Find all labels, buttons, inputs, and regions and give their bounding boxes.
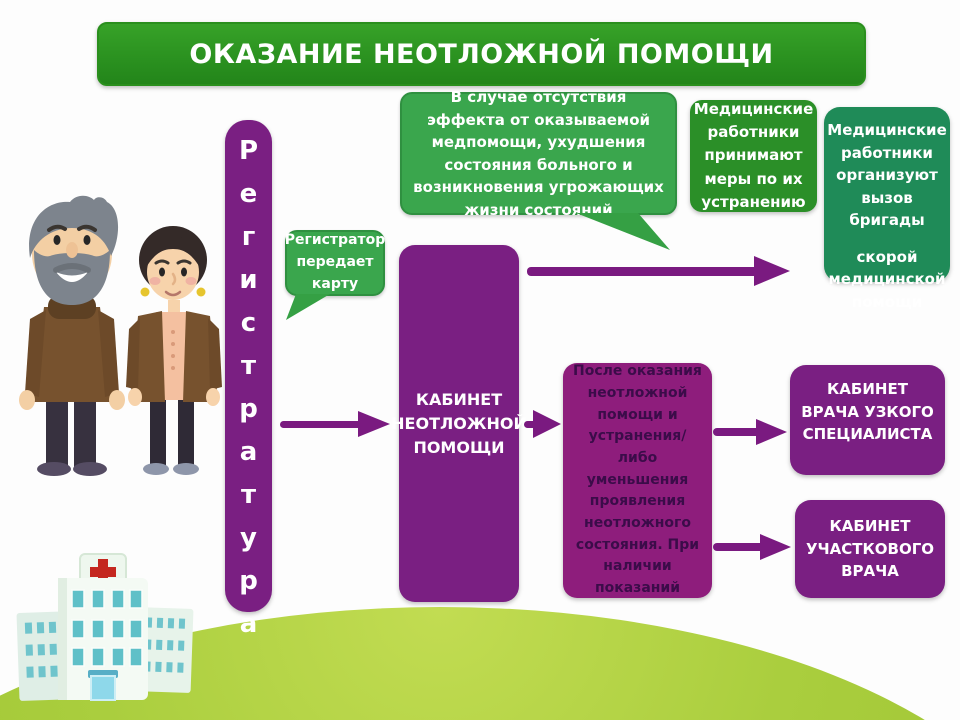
registry-bar: Регистратура xyxy=(225,120,272,652)
registry-label: Регистратура xyxy=(233,136,264,652)
after-care-box: После оказания неотложной помощи и устра… xyxy=(563,363,712,598)
district-room-text: КАБИНЕТ УЧАСТКОВОГО ВРАЧА xyxy=(805,517,935,581)
emergency-room-text: КАБИНЕТ НЕОТЛОЖНОЙ ПОМОЩИ xyxy=(391,389,527,457)
ambulance-box: Медицинские работники организуют вызов б… xyxy=(824,107,950,311)
registrar-bubble-text: Регистратор передает карту xyxy=(284,232,386,292)
page-title: ОКАЗАНИЕ НЕОТЛОЖНОЙ ПОМОЩИ xyxy=(97,22,866,86)
ambulance-text-line1: Медицинские работники организуют вызов б… xyxy=(827,121,947,229)
staff-measures-box: Медицинские работники принимают меры по … xyxy=(690,100,817,212)
elderly-man-illustration xyxy=(19,195,125,476)
after-care-text: После оказания неотложной помощи и устра… xyxy=(573,363,702,597)
ambulance-text-line2: скорой медицинской помощи xyxy=(828,247,946,311)
emergency-room-box: КАБИНЕТ НЕОТЛОЖНОЙ ПОМОЩИ xyxy=(391,245,527,602)
registrar-bubble-tail xyxy=(286,294,330,320)
hospital-illustration xyxy=(16,553,194,701)
registrar-bubble: Регистратор передает карту xyxy=(285,230,385,296)
specialist-room-text: КАБИНЕТ ВРАЧА УЗКОГО СПЕЦИАЛИСТА xyxy=(801,380,934,443)
no-effect-bubble-tail xyxy=(576,213,670,250)
specialist-room-box: КАБИНЕТ ВРАЧА УЗКОГО СПЕЦИАЛИСТА xyxy=(790,365,945,475)
district-room-box: КАБИНЕТ УЧАСТКОВОГО ВРАЧА xyxy=(795,500,945,598)
no-effect-bubble: В случае отсутствия эффекта от оказываем… xyxy=(400,88,677,219)
staff-measures-text: Медицинские работники принимают меры по … xyxy=(693,99,814,211)
no-effect-bubble-text: В случае отсутствия эффекта от оказываем… xyxy=(413,88,664,219)
elderly-woman-illustration xyxy=(126,226,222,475)
